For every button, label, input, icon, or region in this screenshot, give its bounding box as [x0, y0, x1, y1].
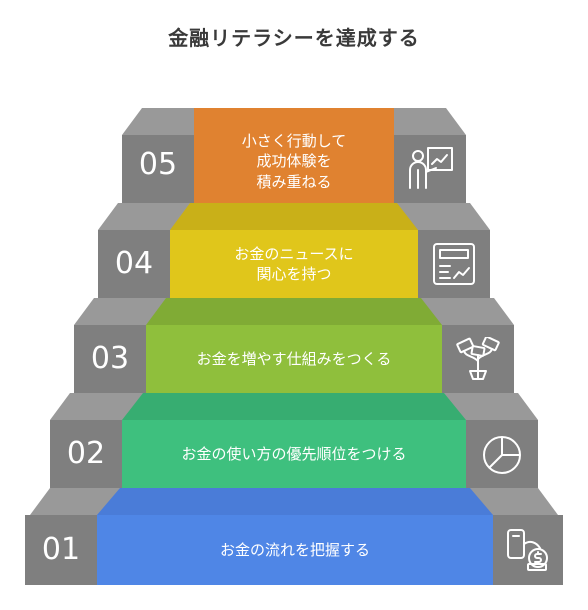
- step-05-left-block: [122, 135, 194, 203]
- step-02: [50, 393, 538, 488]
- step-02-number: 02: [66, 436, 106, 471]
- step-01-label: お金の流れを把握する: [219, 540, 370, 559]
- step-04-right-block: [418, 230, 490, 298]
- pie-chart-icon: [483, 436, 521, 474]
- step-01: [25, 488, 563, 585]
- step-02-left-block: [50, 420, 122, 488]
- phone-money-icon: [507, 529, 548, 571]
- news-chart-icon: [433, 243, 475, 285]
- step-01-tread: [97, 488, 493, 515]
- step-04: [98, 203, 490, 298]
- step-01-right-block: [493, 515, 563, 585]
- step-05-face: [194, 108, 394, 203]
- step-02-face: [122, 420, 466, 488]
- step-01-left-block: [25, 515, 97, 585]
- step-05: [122, 108, 466, 203]
- step-01-number: 01: [41, 532, 81, 567]
- money-plant-icon: [456, 337, 500, 380]
- step-03-face: [146, 325, 442, 393]
- step-03-tread: [146, 298, 442, 325]
- step-04-left-block: [98, 230, 170, 298]
- step-03-number: 03: [90, 341, 130, 376]
- presenter-icon: [409, 147, 453, 189]
- step-04-face: [170, 230, 418, 298]
- step-03-left-block: [74, 325, 146, 393]
- step-05-label: 小さく行動して 成功体験を 積み重ねる: [241, 132, 347, 191]
- step-04-label: お金のニュースに 関心を持つ: [234, 244, 354, 283]
- step-01-face: [97, 515, 493, 585]
- step-05-number: 05: [138, 147, 178, 182]
- step-04-number: 04: [114, 246, 154, 281]
- diagram-title: 金融リテラシーを達成する: [168, 26, 420, 50]
- step-02-tread: [122, 393, 466, 420]
- step-03: [74, 298, 514, 393]
- step-04-tread: [170, 203, 418, 230]
- step-03-label: お金を増やす仕組みをつくる: [196, 349, 392, 368]
- step-02-label: お金の使い方の優先順位をつける: [181, 444, 407, 463]
